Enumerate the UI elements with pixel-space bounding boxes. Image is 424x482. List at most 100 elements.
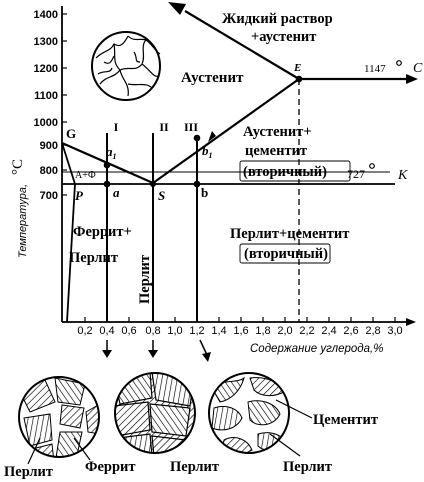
region-pearlite-vertical-wrap: Перлит	[137, 255, 153, 304]
x-tick-label: 1,4	[211, 325, 226, 337]
pointer-ferrite	[73, 437, 91, 461]
liquidus-line	[184, 10, 300, 80]
point-s	[150, 181, 156, 187]
pq-line	[66, 183, 76, 323]
pointer-pearlite-left	[27, 437, 41, 465]
arrow-down-II	[148, 350, 158, 358]
x-tick-label: 1,2	[189, 325, 204, 337]
label-p: P	[75, 188, 84, 203]
acm-line	[152, 78, 300, 184]
point-a	[103, 180, 111, 188]
y-tick-label: 700	[40, 190, 58, 202]
x-tick-labels: 0,2 0,4 0,6 0,8 1,0 1,2 1,4 1,6 1,8 2,0 …	[77, 325, 402, 337]
label-a: a	[113, 185, 120, 200]
y-tick-label: 1200	[34, 63, 58, 75]
label-a1-main: a	[106, 144, 113, 159]
axes	[61, 6, 416, 326]
micro-label-pearlite-mid: Перлит	[170, 459, 219, 475]
degree-mark-727	[369, 163, 375, 169]
phase-lines	[61, 10, 410, 323]
label-b: b	[201, 185, 208, 200]
label-II: II	[159, 120, 169, 134]
x-tick-label: 1,8	[255, 325, 270, 337]
label-e: E	[293, 62, 301, 74]
y-axis-unit: °C	[10, 159, 26, 175]
region-a-f: А+Ф	[75, 170, 96, 181]
y-axis-label: Температура,	[17, 184, 29, 258]
arrow-down-I	[102, 350, 112, 358]
micro-label-pearlite-left: Перлит	[4, 464, 53, 480]
x-tick-label: 2,8	[365, 325, 380, 337]
c-arrow	[406, 74, 418, 84]
x-tick-label: 0,8	[145, 325, 160, 337]
austenite-grain-circle	[91, 31, 161, 101]
y-tick-label: 1100	[34, 90, 58, 102]
region-aust-cem-1: Аустенит+	[243, 124, 312, 140]
region-aust-cem-2: цементит	[245, 143, 307, 159]
x-tick-label: 2,4	[321, 325, 336, 337]
y-axis-unit-wrap: °C	[10, 159, 26, 175]
region-liquid-1: Жидкий раствор	[222, 11, 333, 27]
label-k: K	[397, 168, 408, 183]
x-tick-label: 1,0	[167, 325, 182, 337]
pointer-lines	[27, 399, 313, 465]
microstructure-labels: Перлит Феррит Перлит Цементит Перлит	[4, 412, 378, 480]
point-e	[295, 75, 303, 83]
x-tick-label: 3,0	[387, 325, 402, 337]
aust-cem-box	[239, 160, 351, 182]
pointer-cementite	[275, 399, 313, 419]
label-b1: b1	[202, 143, 213, 160]
point-b	[193, 180, 201, 188]
y-tick-label: 1300	[34, 36, 58, 48]
x-tick-label: 0,6	[121, 325, 136, 337]
point-labels: G P a S b E C K a1 b1	[66, 61, 423, 203]
arrow-down-III	[202, 352, 211, 362]
points	[103, 75, 303, 188]
temp-1147: 1147	[364, 63, 386, 75]
vertical-labels: I II III	[114, 120, 199, 134]
microstructure-ferrite-pearlite	[18, 376, 100, 458]
region-ferrite-1: Феррит+	[73, 224, 132, 240]
x-tick-label: 0,4	[99, 325, 114, 337]
y-tick-labels: 1400 1300 1200 1100 1000 900 800 700	[34, 9, 58, 202]
x-axis-label: Содержание углерода,%	[250, 343, 383, 355]
x-tick-label: 2,6	[343, 325, 358, 337]
region-pearlite-cem-1: Перлит+цементит	[230, 226, 349, 242]
region-liquid-2: +аустенит	[251, 29, 316, 45]
micro-label-cementite: Цементит	[313, 412, 378, 428]
label-I: I	[114, 120, 119, 134]
label-g: G	[66, 126, 76, 141]
y-tick-label: 800	[40, 165, 58, 177]
region-aust-cem-3: (вторичный)	[243, 164, 327, 180]
region-pearlite-vertical: Перлит	[137, 255, 153, 304]
degree-mark-1147	[396, 60, 402, 66]
y-tick-label: 1400	[34, 9, 58, 21]
region-austenite: Аустенит	[181, 70, 244, 86]
label-b1-main: b	[202, 143, 209, 158]
region-labels: Жидкий раствор +аустенит Аустенит Аустен…	[69, 11, 349, 266]
pearlite-cem-box	[239, 243, 331, 264]
x-tick-label: 2,2	[299, 325, 314, 337]
point-a1	[103, 161, 111, 169]
region-ferrite-2: Перлит	[69, 250, 118, 266]
gp-line	[61, 142, 76, 185]
label-s: S	[158, 188, 165, 203]
arrowheads	[102, 2, 418, 362]
label-a1: a1	[106, 144, 117, 161]
x-tick-label: 0,2	[77, 325, 92, 337]
point-b1	[193, 134, 201, 142]
y-tick-label: 1000	[34, 117, 58, 129]
label-III: III	[184, 120, 198, 134]
x-tick-label: 2,0	[277, 325, 292, 337]
acm-arrow	[208, 131, 216, 142]
arrow-shafts	[106, 339, 208, 356]
region-pearlite-cem-2: (вторичный)	[244, 246, 328, 262]
liquidus-arrow	[168, 2, 186, 15]
micro-label-ferrite: Феррит	[85, 459, 136, 475]
label-c: C	[413, 61, 423, 76]
label-b1-sub: 1	[209, 151, 213, 160]
microstructure-pearlite	[114, 372, 196, 454]
y-axis-title: Температура,	[17, 184, 29, 258]
y-tick-label: 900	[40, 140, 58, 152]
